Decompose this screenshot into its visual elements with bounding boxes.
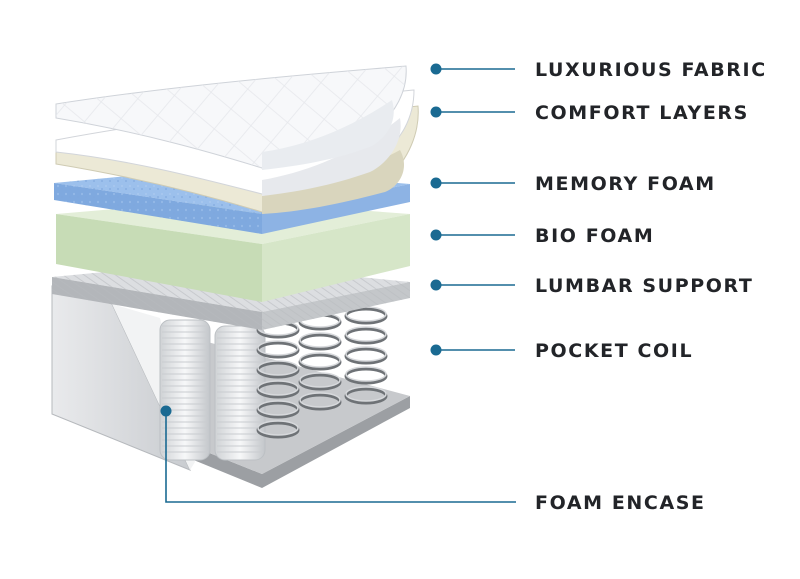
callout-foam-encase: [160, 405, 516, 503]
luxurious-fabric-layer: [55, 65, 407, 170]
white-coil: [214, 325, 266, 461]
base-panel: [52, 390, 410, 488]
label-pocket-coil: POCKET COIL: [535, 340, 694, 362]
callout-lines: [160, 63, 516, 503]
white-coil: [159, 319, 211, 461]
callout-comfort-layers: [430, 106, 515, 118]
callout-pocket-coil: [430, 344, 515, 356]
bio-foam-front: [56, 214, 262, 302]
label-lumbar-support: LUMBAR SUPPORT: [535, 275, 754, 297]
spring-coil: [344, 306, 388, 405]
label-foam-encase: FOAM ENCASE: [535, 492, 706, 514]
bio-foam-side: [262, 214, 410, 302]
label-bio-foam: BIO FOAM: [535, 225, 655, 247]
callout-luxurious-fabric: [430, 63, 515, 75]
label-comfort-layers: COMFORT LAYERS: [535, 102, 749, 124]
callout-bio-foam: [430, 229, 515, 241]
callout-lumbar-support: [430, 279, 515, 291]
lumbar-support-front-mesh: [52, 277, 262, 330]
memory-foam-side: [262, 184, 410, 234]
label-luxurious-fabric: LUXURIOUS FABRIC: [535, 59, 767, 81]
comfort-layer-white-shadow: [262, 118, 401, 196]
spring-coil: [256, 320, 300, 439]
pocket-coil-unit: [51, 285, 410, 488]
white-pocket-coils: [159, 319, 266, 461]
callout-memory-foam: [430, 177, 515, 189]
label-memory-foam: MEMORY FOAM: [535, 173, 716, 195]
memory-foam-front-texture: [54, 183, 262, 234]
spring-coil: [298, 312, 342, 411]
lumbar-support-side-mesh: [262, 282, 410, 330]
metal-spring-coils: [256, 306, 388, 439]
fabric-curl: [262, 100, 394, 170]
